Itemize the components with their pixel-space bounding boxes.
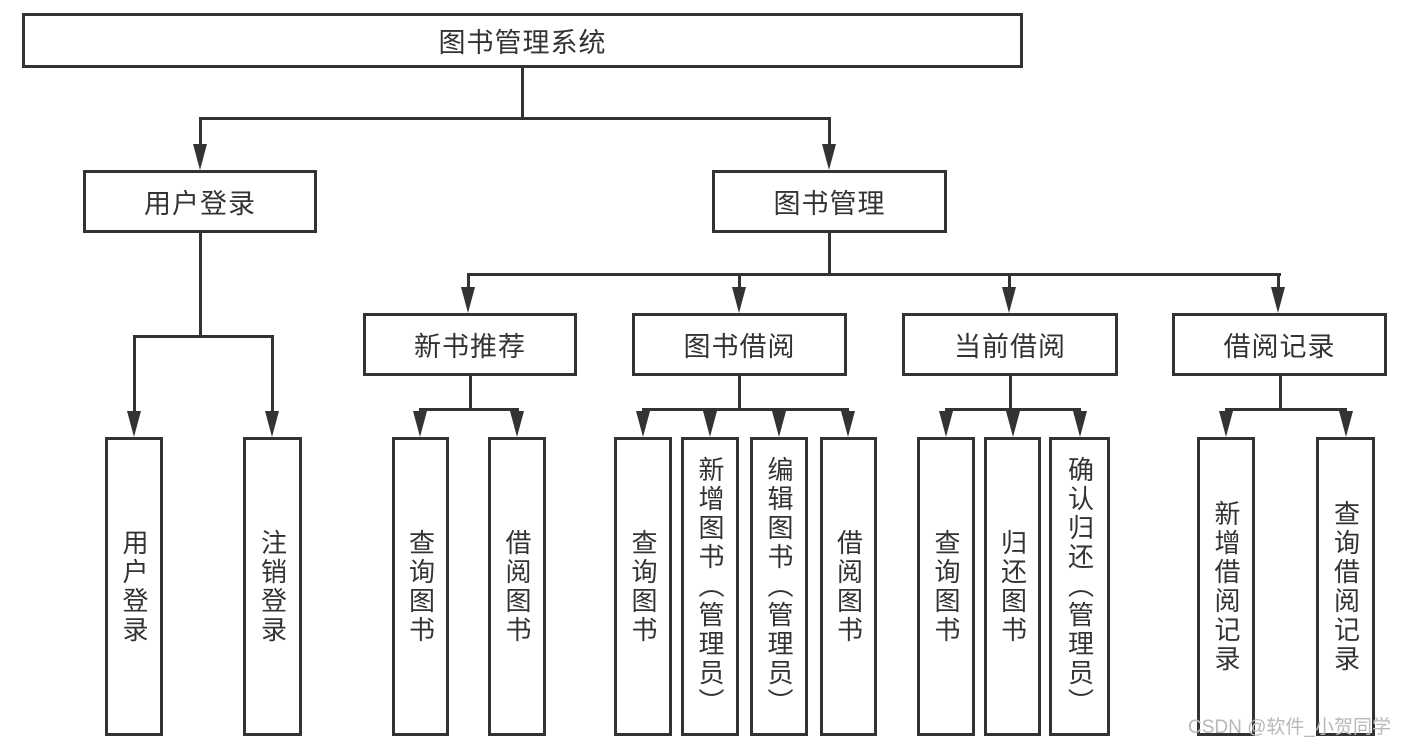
leaf-query-borrow-record: 查询借阅记录 — [1316, 437, 1375, 736]
edge-l3-bookborrow-shaft — [738, 273, 741, 287]
arrowhead-return-book — [1006, 411, 1020, 437]
node-book-borrow: 图书借阅 — [632, 313, 847, 376]
edge-records-rail — [1225, 408, 1347, 411]
leaf-confirm-return-admin: 确认归还（管理员） — [1049, 437, 1110, 736]
edge-recommend-stub — [469, 376, 472, 408]
leaf-query-borrow-record-label: 查询借阅记录 — [1330, 499, 1361, 674]
edge-root-bookmgmt-shaft — [828, 117, 831, 144]
arrowhead-recommend — [461, 287, 475, 313]
arrowhead-edit-book — [772, 411, 786, 437]
leaf-user-login: 用户登录 — [105, 437, 163, 736]
node-user-login-label: 用户登录 — [144, 189, 256, 219]
leaf-query-books-recommend-label: 查询图书 — [405, 528, 436, 645]
leaf-query-books-borrow: 查询图书 — [614, 437, 672, 736]
leaf-confirm-return-admin-label: 确认归还（管理员） — [1064, 456, 1095, 717]
leaf-edit-book-admin-label: 编辑图书（管理员） — [764, 456, 794, 717]
leaf-add-book-admin-label: 新增图书（管理员） — [695, 456, 725, 717]
node-current-borrow: 当前借阅 — [902, 313, 1118, 376]
node-root-label: 图书管理系统 — [438, 28, 607, 58]
node-borrow-records: 借阅记录 — [1172, 313, 1387, 376]
leaf-borrow-books-2-label: 借阅图书 — [833, 528, 864, 645]
arrowhead-bookmgmt — [822, 144, 836, 170]
leaf-query-books-current-label: 查询图书 — [931, 528, 961, 645]
leaf-edit-book-admin: 编辑图书（管理员） — [750, 437, 808, 736]
csdn-watermark: CSDN @软件_小贺同学 — [1188, 717, 1391, 738]
edge-bookborrow-stub — [738, 376, 741, 408]
edge-currentborrow-rail — [945, 408, 1081, 411]
arrowhead-query-books-current — [939, 411, 953, 437]
node-book-borrow-label: 图书借阅 — [683, 332, 796, 362]
arrowhead-add-borrow-record — [1219, 411, 1233, 437]
edge-bookmgmt-rail — [468, 273, 1281, 276]
arrowhead-query-borrow-record — [1339, 411, 1353, 437]
edge-userlogin-c2-shaft — [271, 335, 274, 411]
edge-records-stub — [1279, 376, 1282, 408]
node-borrow-records-label: 借阅记录 — [1223, 332, 1336, 362]
leaf-logout: 注销登录 — [243, 437, 302, 736]
leaf-add-borrow-record-label: 新增借阅记录 — [1211, 499, 1241, 674]
edge-l3-records-shaft — [1277, 273, 1280, 287]
edge-root-userlogin-shaft — [199, 117, 202, 144]
leaf-add-book-admin: 新增图书（管理员） — [681, 437, 739, 736]
leaf-query-books-recommend: 查询图书 — [392, 437, 449, 736]
leaf-user-login-label: 用户登录 — [119, 528, 149, 645]
node-root: 图书管理系统 — [22, 13, 1023, 68]
node-user-login: 用户登录 — [83, 170, 317, 233]
edge-recommend-rail — [419, 408, 519, 411]
leaf-return-book-label: 归还图书 — [997, 528, 1028, 645]
arrowhead-leaf-logout — [265, 411, 279, 437]
edge-bookborrow-rail — [642, 408, 849, 411]
edge-l3-recommend-shaft — [467, 273, 470, 287]
edge-root-l2-rail — [199, 117, 831, 120]
edge-currentborrow-stub — [1009, 376, 1012, 408]
edge-bookmgmt-stub — [828, 233, 831, 273]
arrowhead-add-book — [703, 411, 717, 437]
leaf-add-borrow-record: 新增借阅记录 — [1197, 437, 1255, 736]
arrowhead-query-books-borrow — [636, 411, 650, 437]
leaf-borrow-books-recommend-label: 借阅图书 — [502, 528, 532, 645]
arrowhead-currentborrow — [1002, 287, 1016, 313]
edge-userlogin-stub — [199, 233, 202, 335]
leaf-return-book: 归还图书 — [984, 437, 1041, 736]
leaf-logout-label: 注销登录 — [257, 528, 288, 645]
edge-userlogin-c1-shaft — [133, 335, 136, 411]
arrowhead-records — [1271, 287, 1285, 313]
arrowhead-userlogin — [193, 144, 207, 170]
arrowhead-confirm-return — [1073, 411, 1087, 437]
leaf-query-books-borrow-label: 查询图书 — [628, 528, 658, 645]
arrowhead-bookborrow — [732, 287, 746, 313]
leaf-borrow-books-2: 借阅图书 — [820, 437, 877, 736]
arrowhead-query-books-recommend — [413, 411, 427, 437]
leaf-borrow-books-recommend: 借阅图书 — [488, 437, 546, 736]
node-new-book-recommend-label: 新书推荐 — [414, 332, 526, 362]
leaf-query-books-current: 查询图书 — [917, 437, 975, 736]
node-book-management-label: 图书管理 — [773, 189, 886, 219]
node-new-book-recommend: 新书推荐 — [363, 313, 577, 376]
arrowhead-leaf-user-login — [127, 411, 141, 437]
edge-userlogin-rail — [133, 335, 273, 338]
edge-l3-currentborrow-shaft — [1008, 273, 1011, 287]
arrowhead-borrow-books-2 — [841, 411, 855, 437]
node-book-management: 图书管理 — [712, 170, 947, 233]
arrowhead-borrow-books-recommend — [510, 411, 524, 437]
edge-root-stub — [521, 68, 524, 117]
node-current-borrow-label: 当前借阅 — [954, 332, 1066, 362]
